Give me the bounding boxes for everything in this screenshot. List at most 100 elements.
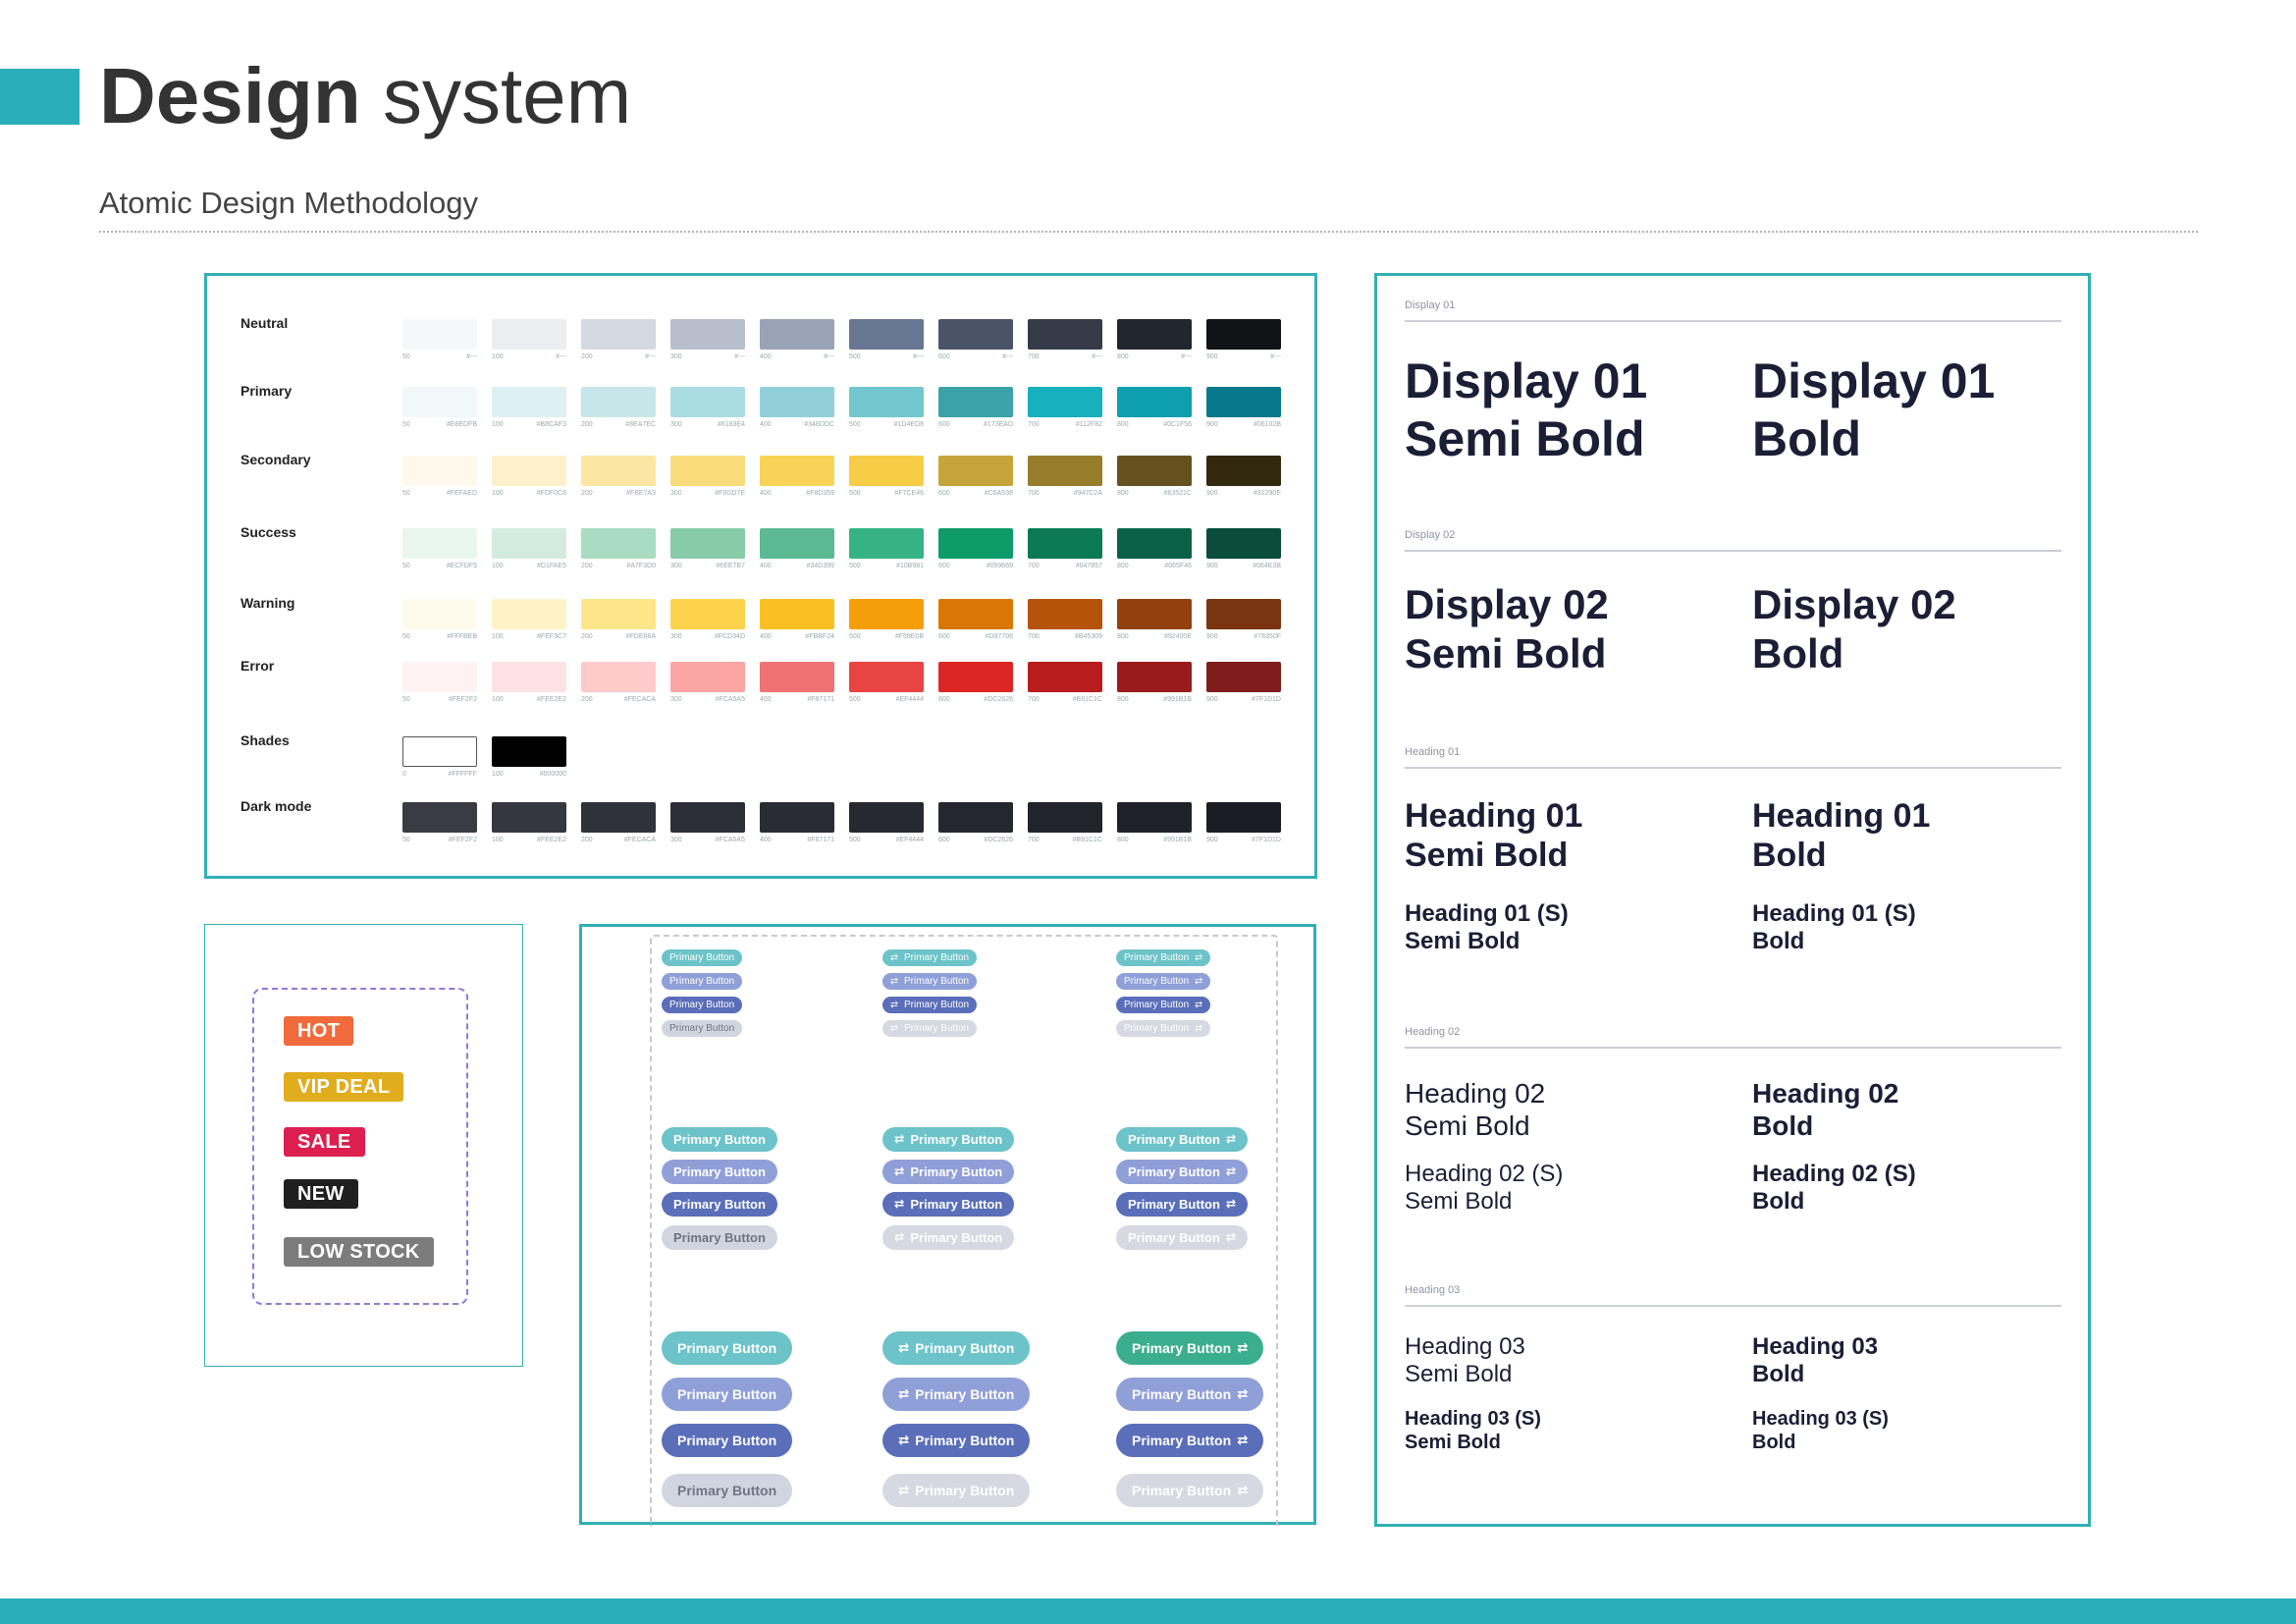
primary-button[interactable]: ⇄Primary Button [882,1020,978,1037]
swatch-hex: #F7CE46 [894,490,924,497]
swatch-meta: 400#34D399 [760,563,834,569]
color-swatch [849,456,924,486]
primary-button[interactable]: ⇄Primary Button [882,1331,1031,1365]
palette-row-label: Shades [240,732,290,748]
swatch-hex: #ECFDF5 [446,563,477,569]
color-swatch-group: 50#FEF2F2 [402,662,479,703]
color-swatch [1028,319,1102,350]
primary-button[interactable]: Primary Button [662,949,743,966]
type-specimen: Heading 01 (S)Semi Bold [1405,900,1569,956]
type-section-divider [1405,767,2061,769]
swap-arrows-icon: ⇄ [1225,1230,1237,1245]
swatch-meta: 100#FDF0C8 [492,490,566,497]
primary-button[interactable]: Primary Button⇄ [1116,1020,1211,1037]
color-swatch [938,456,1013,486]
primary-button[interactable]: Primary Button⇄ [1116,1225,1249,1250]
swatch-step: 400 [760,421,772,428]
swatch-step: 200 [581,421,593,428]
primary-button[interactable]: Primary Button [662,1424,793,1457]
swatch-meta: 600#059669 [938,563,1013,569]
primary-button-label: Primary Button [1128,1197,1220,1212]
primary-button[interactable]: Primary Button [662,1160,777,1184]
color-swatch-group: 50#E8EDFB [402,387,479,428]
color-swatch [492,319,566,350]
swatch-hex: #DC2626 [984,696,1013,703]
primary-button[interactable]: Primary Button⇄ [1116,973,1211,990]
swatch-meta: 600#173EAD [938,421,1013,428]
swatch-step: 300 [670,696,682,703]
primary-button[interactable]: Primary Button [662,1474,793,1507]
color-swatch [1206,599,1281,629]
color-swatch-group: 700#--- [1028,319,1104,360]
color-swatch [1028,599,1102,629]
primary-button[interactable]: Primary Button [662,1225,777,1250]
swatch-step: 600 [938,563,950,569]
color-swatch-group: 700#B45309 [1028,599,1104,640]
primary-button[interactable]: Primary Button⇄ [1116,1192,1249,1217]
swatch-hex: #065F46 [1164,563,1192,569]
swatch-hex: #06102B [1253,421,1281,428]
swatch-step: 100 [492,696,504,703]
color-swatch-group: 900#31290E [1206,456,1283,497]
swatch-meta: 300#6EE7B7 [670,563,745,569]
primary-button[interactable]: Primary Button [662,1331,793,1365]
primary-button[interactable]: ⇄Primary Button [882,949,978,966]
primary-button[interactable]: Primary Button [662,1192,777,1217]
primary-button[interactable]: Primary Button [662,1020,743,1037]
primary-button[interactable]: Primary Button⇄ [1116,1160,1249,1184]
primary-button[interactable]: Primary Button⇄ [1116,1424,1264,1457]
type-specimen-weight: Semi Bold [1405,1431,1501,1453]
swatch-meta: 100#FEE2E2 [492,837,566,843]
swatch-meta: 100#000000 [492,771,566,778]
swatch-step: 50 [402,633,410,640]
color-swatch-group: 500#1D4ED8 [849,387,926,428]
color-swatch [1206,456,1281,486]
color-swatch [402,599,477,629]
primary-button[interactable]: ⇄Primary Button [882,997,978,1013]
primary-button[interactable]: ⇄Primary Button [882,1127,1015,1152]
color-swatch-group: 700#B91C1C [1028,802,1104,843]
primary-button[interactable]: Primary Button⇄ [1116,997,1211,1013]
swatch-hex: #000000 [539,771,566,778]
primary-button[interactable]: ⇄Primary Button [882,1378,1031,1411]
swatch-meta: 400#--- [760,353,834,360]
primary-button[interactable]: Primary Button⇄ [1116,949,1211,966]
primary-button[interactable]: Primary Button [662,973,743,990]
primary-button[interactable]: ⇄Primary Button [882,973,978,990]
primary-button[interactable]: Primary Button [662,1127,777,1152]
swatch-step: 200 [581,837,593,843]
primary-button[interactable]: Primary Button [662,997,743,1013]
swatch-step: 800 [1117,490,1129,497]
swatch-step: 200 [581,353,593,360]
color-swatch-group: 200#FDE68A [581,599,658,640]
swap-arrows-icon: ⇄ [890,951,898,963]
swatch-meta: 400#F87171 [760,696,834,703]
color-swatch-group: 800#--- [1117,319,1194,360]
swatch-hex: #F59E0B [894,633,924,640]
color-swatch [938,662,1013,692]
swatch-hex: #991B1B [1163,696,1192,703]
primary-button-label: Primary Button [1124,1023,1190,1034]
primary-button[interactable]: Primary Button⇄ [1116,1474,1264,1507]
primary-button[interactable]: ⇄Primary Button [882,1225,1015,1250]
primary-button[interactable]: ⇄Primary Button [882,1192,1015,1217]
primary-button[interactable]: ⇄Primary Button [882,1424,1031,1457]
swap-arrows-icon: ⇄ [1237,1433,1249,1448]
swatch-meta: 50#--- [402,353,477,360]
primary-button[interactable]: ⇄Primary Button [882,1160,1015,1184]
color-swatch [492,802,566,833]
color-swatch-group: 500#F59E0B [849,599,926,640]
primary-button[interactable]: Primary Button⇄ [1116,1331,1264,1365]
primary-button[interactable]: Primary Button⇄ [1116,1127,1249,1152]
primary-button[interactable]: ⇄Primary Button [882,1474,1031,1507]
swatch-meta: 900#06102B [1206,421,1281,428]
swatch-step: 800 [1117,353,1129,360]
primary-button[interactable]: Primary Button⇄ [1116,1378,1264,1411]
color-swatch-group: 400#FBBF24 [760,599,836,640]
primary-button[interactable]: Primary Button [662,1378,793,1411]
